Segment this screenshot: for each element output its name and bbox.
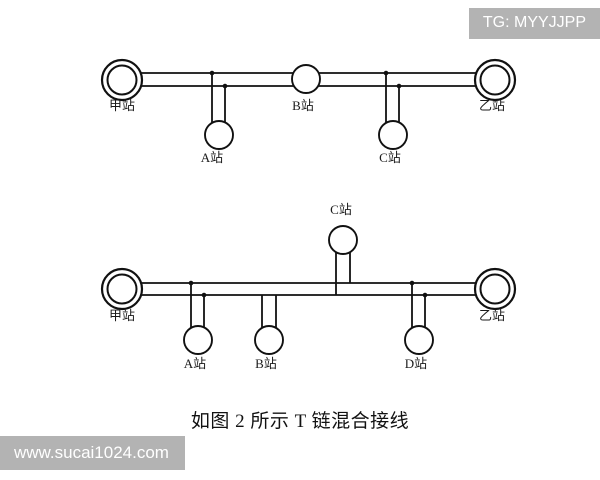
bottom-drop-b bbox=[261, 295, 277, 332]
bottom-label-jia: 甲站 bbox=[109, 308, 135, 323]
top-station-c[interactable] bbox=[378, 120, 408, 150]
top-label-b: B站 bbox=[292, 98, 314, 113]
top-drop-c bbox=[383, 70, 402, 127]
diagram-top-chain: 甲站 A站 B站 C站 乙站 bbox=[100, 58, 517, 165]
bottom-station-b[interactable] bbox=[254, 325, 284, 355]
station-ring-inner bbox=[106, 64, 138, 96]
station-ring-inner bbox=[479, 64, 511, 96]
station-ring-inner bbox=[479, 273, 511, 305]
bottom-label-c: C站 bbox=[330, 202, 352, 217]
junction-dot bbox=[383, 70, 389, 76]
figure-caption: 如图 2 所示 T 链混合接线 bbox=[191, 410, 409, 432]
top-station-jia[interactable] bbox=[100, 58, 144, 102]
top-label-a: A站 bbox=[201, 150, 223, 165]
diagram-bottom-mixed: 甲站 A站 B站 C站 D站 乙站 bbox=[100, 202, 517, 371]
top-station-a[interactable] bbox=[204, 120, 234, 150]
junction-dot bbox=[222, 83, 228, 89]
top-label-jia: 甲站 bbox=[109, 98, 135, 113]
bottom-label-a: A站 bbox=[184, 356, 206, 371]
junction-dot bbox=[201, 292, 207, 298]
junction-dot bbox=[209, 70, 215, 76]
bottom-station-a[interactable] bbox=[183, 325, 213, 355]
station-ring-inner bbox=[106, 273, 138, 305]
bottom-label-d: D站 bbox=[405, 356, 427, 371]
junction-dot bbox=[188, 280, 194, 286]
station-circle bbox=[291, 64, 321, 94]
top-label-yi: 乙站 bbox=[479, 98, 505, 113]
bottom-station-c[interactable] bbox=[328, 225, 358, 255]
bottom-drop-d bbox=[409, 280, 428, 332]
bottom-riser-c bbox=[335, 250, 351, 295]
bottom-station-jia[interactable] bbox=[100, 267, 144, 311]
top-drop-a bbox=[209, 70, 228, 127]
junction-dot bbox=[396, 83, 402, 89]
top-station-yi[interactable] bbox=[473, 58, 517, 102]
junction-dot bbox=[422, 292, 428, 298]
junction-dot bbox=[409, 280, 415, 286]
watermark-site-badge: www.sucai1024.com bbox=[0, 436, 185, 470]
bottom-station-d[interactable] bbox=[404, 325, 434, 355]
bottom-station-yi[interactable] bbox=[473, 267, 517, 311]
bottom-label-b: B站 bbox=[255, 356, 277, 371]
top-label-c: C站 bbox=[379, 150, 401, 165]
watermark-tg-badge: TG: MYYJJPP bbox=[468, 8, 600, 39]
top-station-b[interactable] bbox=[291, 64, 321, 94]
bottom-drop-a bbox=[188, 280, 207, 332]
bottom-label-yi: 乙站 bbox=[479, 308, 505, 323]
